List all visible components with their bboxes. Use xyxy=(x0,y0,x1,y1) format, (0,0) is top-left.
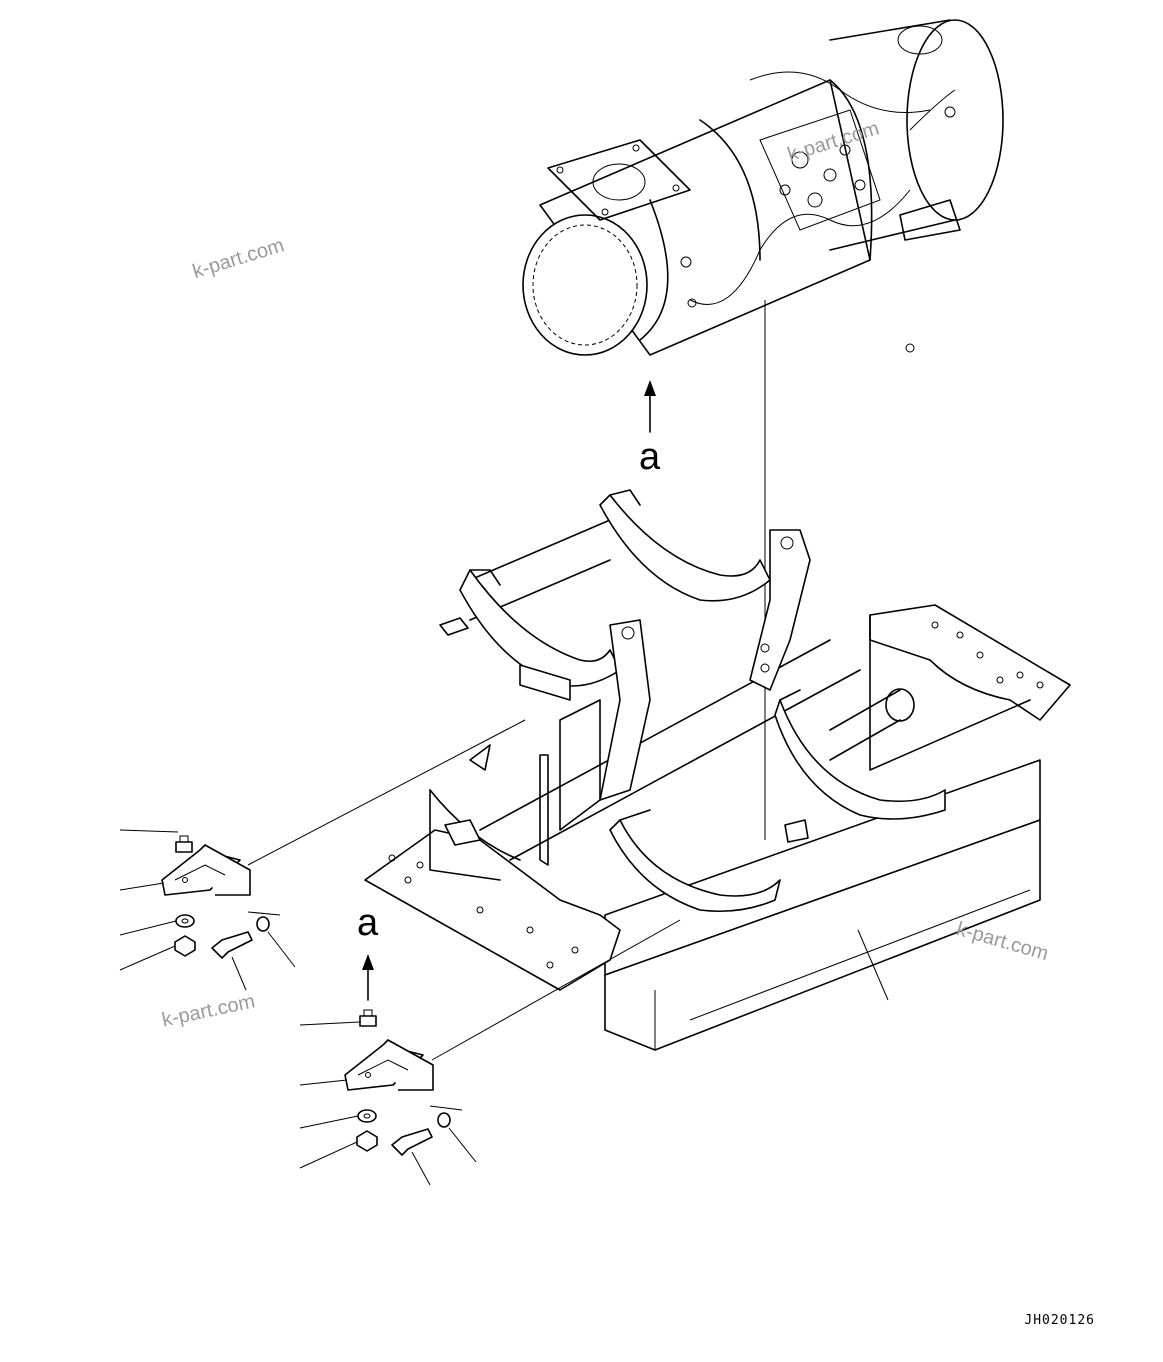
view-label-a-lower: a xyxy=(357,902,379,944)
leader-line-frame xyxy=(857,929,889,1001)
main-frame xyxy=(364,489,1071,1051)
view-arrow-upper xyxy=(644,380,656,433)
mount-assembly-lower xyxy=(299,919,681,1186)
view-label-a-upper: a xyxy=(639,436,661,478)
aftertreatment-unit xyxy=(522,19,1004,356)
mount-assembly-upper xyxy=(119,719,526,991)
drawing-code: JH020126 xyxy=(1024,1313,1095,1328)
